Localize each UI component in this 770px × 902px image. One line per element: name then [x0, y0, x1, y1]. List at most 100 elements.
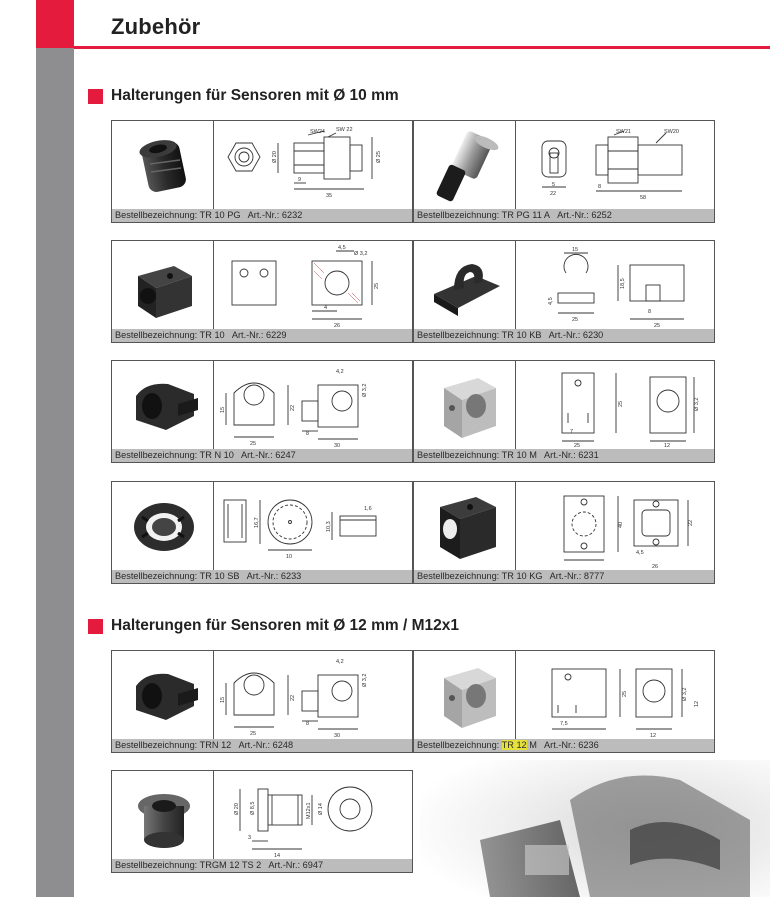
product-photo — [112, 241, 214, 331]
product-card-trgm12ts2: Ø 20 Ø 8,5 M12x1 Ø 14 3 14 Bestellbezeic… — [111, 770, 413, 873]
product-caption: Bestellbezeichnung: TRGM 12 TS 2 Art.-Nr… — [112, 859, 412, 872]
svg-text:35: 35 — [326, 193, 332, 199]
svg-text:1,6: 1,6 — [364, 506, 372, 512]
order-designation: TR 10 KB — [501, 330, 542, 340]
product-photo — [112, 651, 214, 741]
product-caption: Bestellbezeichnung: TR 12 M Art.-Nr.: 62… — [414, 739, 714, 752]
svg-text:8: 8 — [306, 721, 309, 727]
svg-text:Ø 25: Ø 25 — [376, 151, 382, 163]
order-designation: TRGM 12 TS 2 — [199, 860, 262, 870]
svg-text:Ø 3,2: Ø 3,2 — [362, 384, 368, 397]
svg-text:4,5: 4,5 — [636, 550, 644, 556]
svg-text:Ø 3,2: Ø 3,2 — [694, 398, 700, 411]
product-caption: Bestellbezeichnung: TR 10 SB Art.-Nr.: 6… — [112, 570, 412, 583]
section-title: Halterungen für Sensoren mit Ø 12 mm / M… — [111, 617, 459, 634]
order-designation: TRN 12 — [199, 740, 232, 750]
product-card-trn10: 4,2 Ø 3,2 15 22 25 8 30 Bestellbezeichnu… — [111, 360, 413, 463]
article-number: 6229 — [266, 330, 287, 340]
order-designation: TR 10 — [199, 330, 225, 340]
decorative-background-photo — [420, 760, 770, 897]
product-photo — [414, 651, 516, 741]
order-designation: TR 10 SB — [199, 571, 240, 581]
svg-text:14: 14 — [274, 853, 280, 859]
svg-text:SW21: SW21 — [616, 129, 631, 135]
svg-text:7: 7 — [570, 429, 573, 435]
svg-text:30: 30 — [334, 443, 340, 449]
svg-text:4: 4 — [324, 305, 327, 311]
dark-block-photo-icon — [439, 497, 496, 559]
svg-text:9: 9 — [298, 177, 301, 183]
svg-text:22: 22 — [290, 405, 296, 411]
svg-text:3: 3 — [248, 835, 251, 841]
product-card-tr10sb: 16,7 10,3 1,6 10 Bestellbezeichnung: TR … — [111, 481, 413, 584]
svg-text:10: 10 — [286, 554, 292, 560]
product-caption: Bestellbezeichnung: TR 10 KG Art.-Nr.: 8… — [414, 570, 714, 583]
metal-block-photo-icon — [443, 378, 496, 438]
product-caption: Bestellbezeichnung: TR 10 PG Art.-Nr.: 6… — [112, 209, 412, 222]
svg-text:26: 26 — [334, 323, 340, 329]
article-number: 6233 — [280, 571, 302, 581]
product-card-tr10pg: SW24 SW 22 Ø 20 Ø 25 9 35 Bestellbezeich… — [111, 120, 413, 223]
svg-text:M12x1: M12x1 — [306, 802, 312, 819]
decorative-photo-svg — [420, 760, 770, 897]
header-rule — [74, 46, 770, 49]
sidebar-accent — [36, 0, 74, 48]
svg-text:58: 58 — [640, 195, 646, 201]
svg-text:25: 25 — [618, 401, 624, 407]
svg-text:18,5: 18,5 — [620, 278, 626, 289]
order-designation: M — [529, 740, 537, 750]
svg-text:SW24: SW24 — [310, 129, 325, 135]
svg-text:Ø 3,2: Ø 3,2 — [354, 251, 367, 257]
product-caption: Bestellbezeichnung: TRN 12 Art.-Nr.: 624… — [112, 739, 412, 752]
product-photo — [414, 482, 516, 572]
svg-text:SW 22: SW 22 — [336, 127, 353, 133]
metal-block-photo-icon — [443, 668, 496, 728]
order-designation-highlight: TR 12 — [501, 740, 527, 750]
svg-text:7,5: 7,5 — [560, 721, 568, 727]
technical-drawing: Ø 20 Ø 8,5 M12x1 Ø 14 3 14 — [214, 771, 412, 861]
product-caption: Bestellbezeichnung: TR 10 KB Art.-Nr.: 6… — [414, 329, 714, 342]
svg-text:4,2: 4,2 — [336, 369, 344, 375]
technical-drawing: SW24 SW 22 Ø 20 Ø 25 9 35 — [214, 121, 412, 211]
snap-bushing-photo-icon — [133, 503, 194, 551]
drawing-svg: 25 Ø 3,2 7 25 12 — [561, 372, 700, 449]
clamp-holder-photo-icon — [135, 383, 198, 430]
article-number: 6252 — [591, 210, 612, 220]
product-card-tr12m: 25 Ø 3,2 12 7,5 12 Bestellbezeichnung: T… — [413, 650, 715, 753]
svg-text:10,3: 10,3 — [326, 521, 332, 532]
page-title: Zubehör — [111, 14, 201, 39]
drawing-svg: 4,2 Ø 3,2 15 22 25 8 30 — [220, 369, 368, 449]
product-photo — [112, 482, 214, 572]
technical-drawing: 40 22 4,5 26 — [516, 482, 714, 572]
svg-text:Ø 20: Ø 20 — [234, 803, 240, 815]
svg-text:4,5: 4,5 — [548, 297, 554, 305]
drawing-svg: 25 Ø 3,2 12 7,5 12 — [551, 668, 700, 739]
svg-text:8: 8 — [306, 431, 309, 437]
order-designation: TR 10 KG — [501, 571, 543, 581]
svg-text:Ø 3,2: Ø 3,2 — [362, 674, 368, 687]
article-number: 6236 — [578, 740, 599, 750]
clamp-holder-photo-icon — [135, 673, 198, 720]
product-photo — [112, 771, 214, 861]
drawing-svg: SW21 SW20 5 22 8 58 — [541, 129, 683, 201]
product-photo — [112, 121, 214, 211]
order-designation: TR 10 M — [501, 450, 537, 460]
cable-gland-photo-icon — [138, 140, 186, 192]
sensor-holder-photo-icon — [436, 131, 498, 202]
product-card-trn12: 4,2 Ø 3,2 15 22 25 8 30 Bestellbezeichnu… — [111, 650, 413, 753]
section-heading-10mm: Halterungen für Sensoren mit Ø 10 mm — [88, 87, 399, 105]
svg-text:12: 12 — [650, 733, 656, 739]
order-designation: TR PG 11 A — [501, 210, 550, 220]
order-designation: TR N 10 — [199, 450, 234, 460]
svg-text:30: 30 — [334, 733, 340, 739]
product-caption: Bestellbezeichnung: TR PG 11 A Art.-Nr.:… — [414, 209, 714, 222]
technical-drawing: 15 18,5 4,5 25 8 25 — [516, 241, 714, 331]
technical-drawing: 25 Ø 3,2 12 7,5 12 — [516, 651, 714, 741]
section-bullet-icon — [88, 88, 103, 104]
article-number: 6247 — [275, 450, 296, 460]
svg-text:26: 26 — [652, 564, 658, 570]
product-card-tr10kb: 15 18,5 4,5 25 8 25 Bestellbezeichnung: … — [413, 240, 715, 343]
technical-drawing: SW21 SW20 5 22 8 58 — [516, 121, 714, 211]
product-photo — [414, 241, 516, 331]
product-photo — [414, 121, 516, 211]
